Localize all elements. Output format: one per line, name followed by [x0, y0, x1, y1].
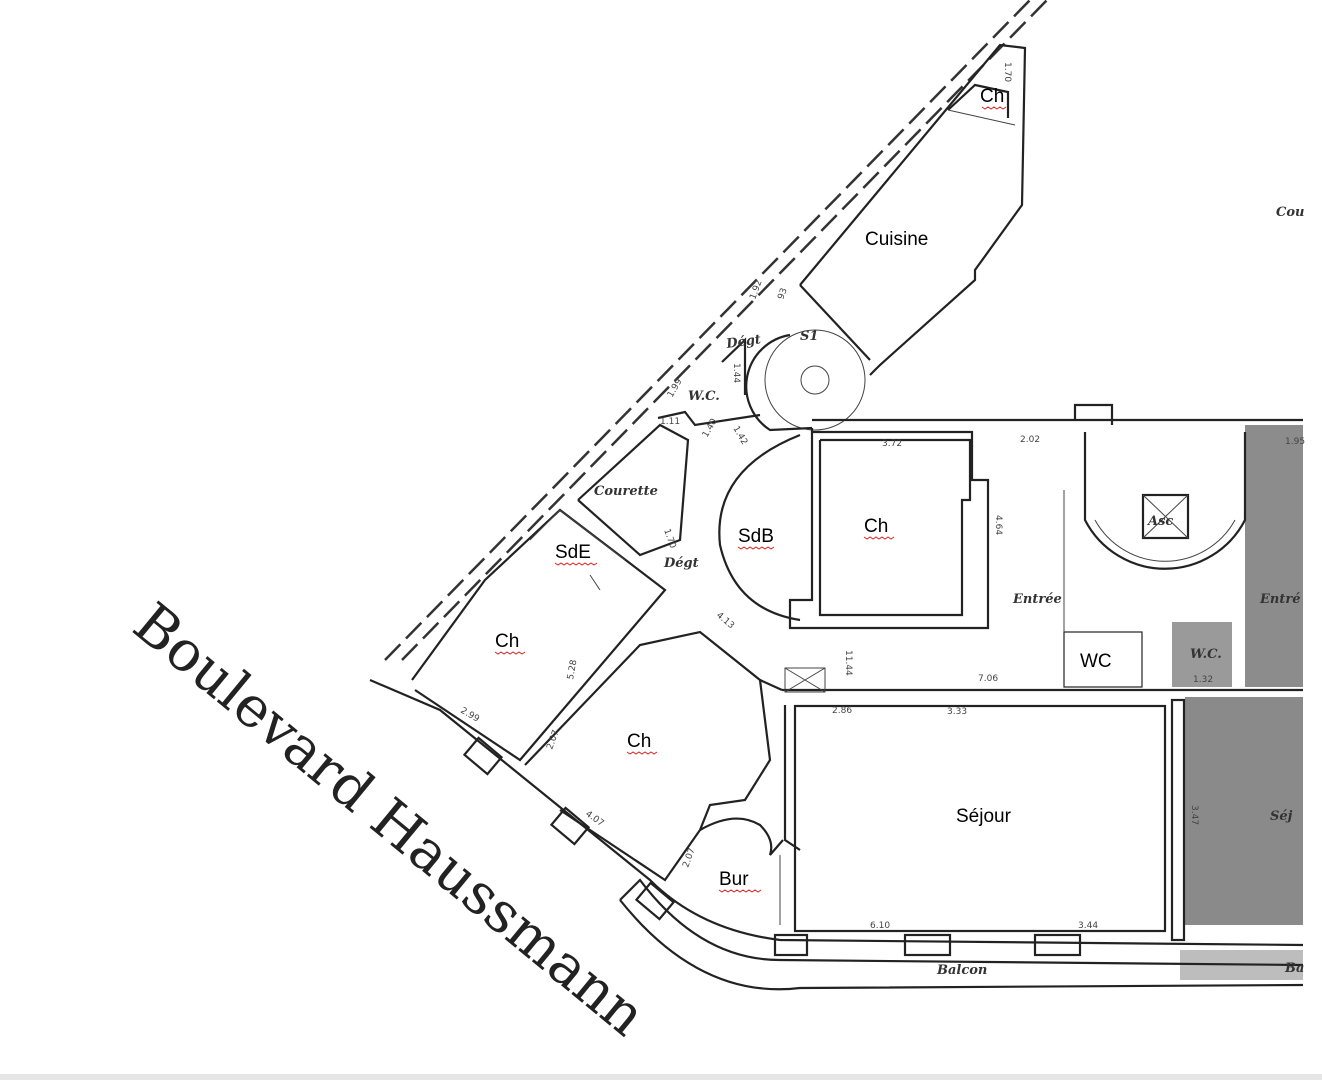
dim: 4.13 [714, 611, 736, 632]
room-label-ch-center: Ch [864, 516, 888, 537]
label-wc-left: W.C. [688, 389, 720, 404]
dim: 1.40 [701, 417, 720, 440]
label-degt-top: Dégt [724, 332, 761, 352]
room-labels: Ch Cuisine SdB Ch SdE Ch Ch Bur Séjour W… [494, 86, 1112, 893]
label-cour-right: Cou [1276, 205, 1304, 220]
dim: 2.07 [545, 729, 561, 751]
bottom-scrollbar-edge [0, 1074, 1322, 1080]
label-balcon: Balcon [936, 963, 987, 978]
label-wc-right: W.C. [1190, 647, 1222, 662]
dimension-labels: 1.70 1.92 93 1.44 1.99 1.11 1.40 1.42 3.… [459, 62, 1306, 931]
label-degt-mid: Dégt [663, 556, 699, 571]
room-label-ch-mid: Ch [627, 731, 651, 752]
dim: 1.70 [1002, 62, 1012, 82]
dim: 1.11 [660, 417, 680, 427]
dim: 4.64 [993, 515, 1003, 535]
dim: 2.02 [1020, 435, 1040, 445]
dim: 1.99 [666, 377, 685, 400]
dim: 3.47 [1189, 805, 1199, 825]
dim: 11.44 [843, 650, 853, 676]
dim: 2.07 [681, 847, 697, 869]
room-label-ch-top: Ch [980, 86, 1004, 107]
room-label-wc: WC [1080, 651, 1112, 672]
dim: 1.32 [1193, 675, 1213, 685]
dim: 2.86 [832, 706, 852, 716]
dim: 93 [776, 287, 789, 301]
room-label-sejour: Séjour [956, 806, 1012, 827]
label-courette: Courette [594, 484, 658, 499]
room-label-sde: SdE [555, 542, 591, 563]
label-sejour-right: Séj [1270, 809, 1293, 824]
dim: 1.44 [731, 363, 741, 383]
neighbor-apartment-shading [1172, 425, 1303, 980]
dim: 5.28 [566, 659, 579, 681]
label-entree: Entrée [1012, 592, 1062, 607]
dim: 1.42 [730, 425, 749, 447]
room-label-bur: Bur [719, 869, 749, 890]
property-boundary [384, 0, 1048, 661]
dim: 3.33 [947, 707, 967, 717]
room-label-cuisine: Cuisine [865, 229, 928, 250]
dim: 1.95 [1285, 437, 1305, 447]
label-entree-right: Entré [1259, 592, 1301, 607]
dim: 3.44 [1078, 921, 1098, 931]
original-labels: Dégt S1 W.C. Courette Dégt Entrée Asc En… [594, 205, 1304, 978]
walls [369, 43, 1304, 991]
label-balcon-right: Ba [1284, 961, 1304, 976]
room-label-ch-left: Ch [495, 631, 519, 652]
label-s1: S1 [800, 329, 818, 344]
dim: 3.72 [882, 439, 902, 449]
label-asc: Asc [1146, 514, 1173, 529]
dim: 6.10 [870, 921, 890, 931]
dim: 7.06 [978, 674, 998, 684]
room-label-sdb: SdB [738, 526, 774, 547]
